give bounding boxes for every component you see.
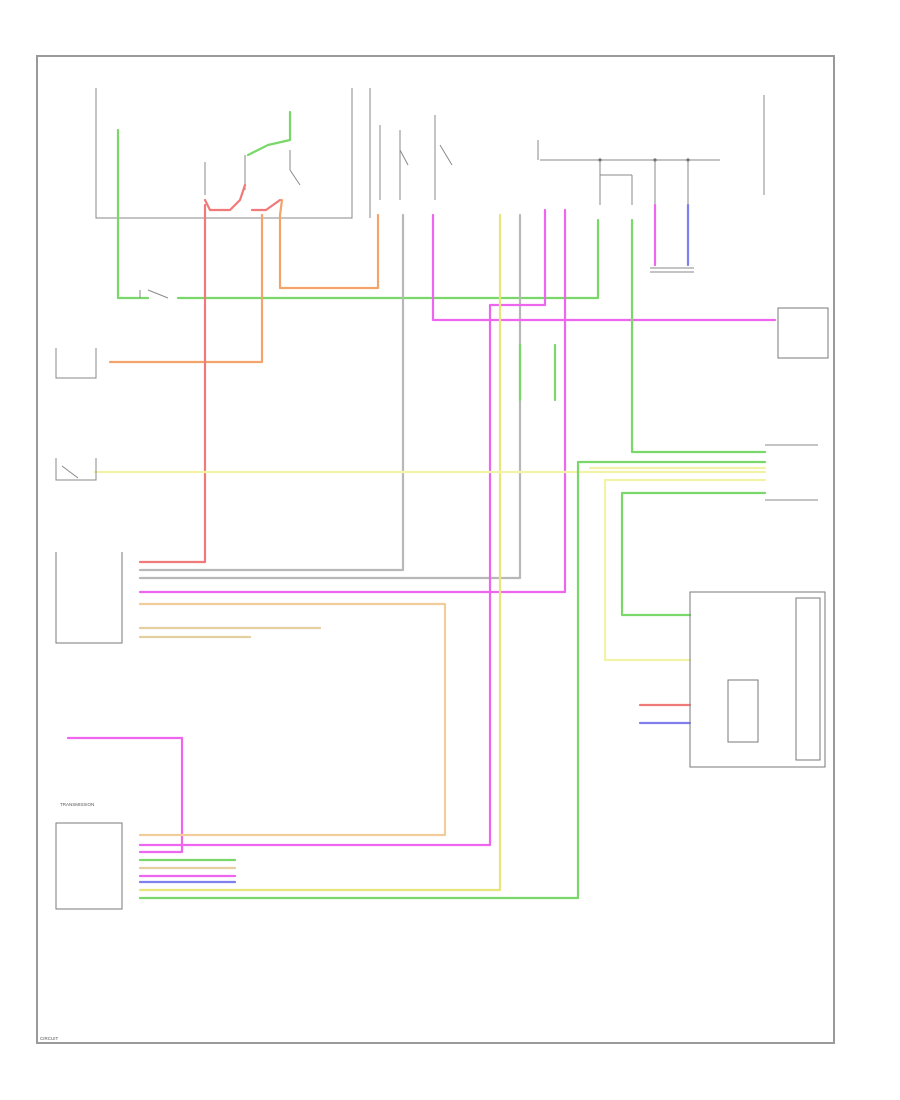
ecm-box: [55, 552, 123, 644]
wire-green-right: [630, 218, 767, 454]
ground-symbols: [650, 267, 694, 273]
right-control-module: [689, 591, 826, 768]
aux-relay: [139, 289, 169, 299]
transmission-label: TRANSMISSION: [60, 802, 94, 807]
wire-green-right-2: [138, 460, 767, 900]
wire-tan-1: [138, 602, 447, 837]
wire-orange-2: [108, 213, 264, 364]
wire-green-right-3: [620, 491, 767, 617]
wire-grey: [138, 213, 405, 572]
top-right-sensor: [777, 307, 829, 359]
ignition-switch-symbols: [204, 95, 765, 200]
wire-green-top: [246, 110, 292, 157]
wire-green-main: [116, 128, 600, 300]
wire-pink-3: [138, 208, 567, 594]
relay-box-left: [55, 348, 97, 379]
transmission-module-box: TRANSMISSION: [55, 802, 123, 910]
underhood-fuse-box: [95, 88, 371, 219]
right-connector: [765, 444, 818, 501]
diagram-frame: [36, 55, 835, 1044]
wire-pink-main: [431, 213, 777, 322]
wire-yellow-1: [138, 213, 502, 892]
fuse-row: [598, 158, 690, 205]
wire-red-2: [250, 198, 282, 212]
wire-red: [138, 183, 247, 564]
switch-left: [55, 458, 97, 481]
corner-mark: CIRCUIT: [40, 1036, 58, 1041]
wire-pink-2: [138, 208, 547, 847]
wire-pink-4: [138, 736, 184, 854]
wire-grey-2: [138, 213, 522, 580]
wire-orange: [278, 198, 380, 290]
wire-yellow-3: [603, 478, 767, 662]
